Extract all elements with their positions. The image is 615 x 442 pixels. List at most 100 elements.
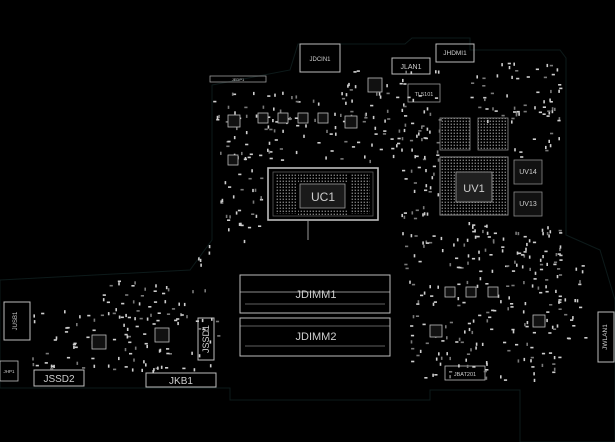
smd-component xyxy=(422,206,425,210)
smd-component xyxy=(150,313,152,317)
smd-component xyxy=(115,308,117,312)
smd-component xyxy=(558,229,562,232)
smd-component xyxy=(545,285,547,289)
smd-component xyxy=(515,111,518,115)
board-outline xyxy=(0,37,615,442)
smd-component xyxy=(426,127,429,131)
smd-component xyxy=(124,366,128,368)
smd-component xyxy=(102,294,106,296)
smd-component xyxy=(547,226,549,230)
smd-component xyxy=(131,368,134,372)
smd-component xyxy=(491,269,494,273)
smd-component xyxy=(549,64,553,67)
smd-component xyxy=(479,277,482,281)
smd-component xyxy=(429,186,432,190)
smd-component xyxy=(376,92,378,96)
smd-component xyxy=(466,280,469,285)
smd-component xyxy=(475,346,477,350)
smd-component xyxy=(435,357,438,361)
smd-component xyxy=(405,267,409,270)
smd-component xyxy=(152,323,156,325)
smd-component xyxy=(403,103,405,107)
smd-component xyxy=(403,215,406,219)
smd-component xyxy=(486,231,489,235)
smd-component xyxy=(228,228,230,232)
smd-component xyxy=(226,145,230,148)
smd-component xyxy=(249,153,253,156)
smd-component xyxy=(82,367,86,369)
smd-component xyxy=(235,211,238,215)
smd-component xyxy=(503,379,508,381)
smd-component xyxy=(128,341,132,344)
smd-component xyxy=(523,281,525,285)
smd-component xyxy=(252,188,254,193)
smd-component xyxy=(272,119,274,123)
smd-component xyxy=(357,141,361,144)
smd-component xyxy=(295,95,298,99)
smd-component xyxy=(259,154,263,157)
smd-component xyxy=(153,368,155,372)
smd-component xyxy=(409,139,414,142)
smd-component xyxy=(404,178,408,180)
smd-component xyxy=(273,107,275,111)
smd-component xyxy=(541,363,544,367)
smd-component xyxy=(348,82,350,87)
smd-component xyxy=(180,314,184,316)
smd-component xyxy=(233,136,236,140)
smd-component xyxy=(557,268,561,270)
smd-component xyxy=(510,303,514,305)
smd-component xyxy=(436,150,439,154)
smd-component xyxy=(558,274,563,276)
smd-component xyxy=(426,107,429,111)
uv13-chip: UV13 xyxy=(513,191,543,217)
smd-component xyxy=(335,132,337,136)
smd-component xyxy=(268,141,271,145)
dimm-slot-jdimm2: JDIMM2 xyxy=(239,317,391,357)
smd-component xyxy=(295,100,299,103)
smd-component xyxy=(490,328,494,331)
smd-component xyxy=(53,339,57,341)
smd-component xyxy=(32,363,35,367)
connector-jdcin1: JDCIN1 xyxy=(299,43,341,73)
smd-component xyxy=(539,268,544,271)
smd-component xyxy=(236,126,238,131)
smd-component xyxy=(482,229,484,234)
smd-component xyxy=(528,255,531,259)
ic-chip xyxy=(154,327,170,343)
smd-component xyxy=(457,297,460,301)
smd-component xyxy=(530,359,532,363)
smd-component xyxy=(410,234,413,238)
smd-component xyxy=(570,319,574,321)
smd-component xyxy=(248,177,252,180)
smd-component xyxy=(551,73,555,76)
smd-component xyxy=(174,319,178,322)
smd-component xyxy=(422,323,426,326)
smd-component xyxy=(410,71,413,75)
smd-component xyxy=(134,317,136,321)
smd-component xyxy=(511,120,513,124)
smd-component xyxy=(431,176,434,180)
smd-component xyxy=(532,138,536,140)
smd-component xyxy=(523,357,526,362)
smd-component xyxy=(515,113,518,117)
smd-component xyxy=(511,284,515,287)
smd-component xyxy=(581,270,584,274)
smd-component xyxy=(245,114,248,118)
smd-component xyxy=(528,239,531,243)
jssd1-label: JSSD1 xyxy=(201,325,211,353)
smd-component xyxy=(208,245,211,249)
smd-component xyxy=(374,126,377,130)
smd-component xyxy=(171,308,176,310)
smd-component xyxy=(410,325,414,327)
smd-component xyxy=(362,120,366,123)
smd-component xyxy=(411,148,413,152)
smd-component xyxy=(44,362,48,364)
smd-component xyxy=(102,298,105,302)
smd-component xyxy=(127,316,131,319)
uv14-label: UV14 xyxy=(519,169,537,176)
smd-component xyxy=(291,96,293,100)
smd-component xyxy=(418,130,422,132)
smd-component xyxy=(424,155,426,160)
smd-component xyxy=(466,353,471,355)
smd-component xyxy=(455,341,459,343)
